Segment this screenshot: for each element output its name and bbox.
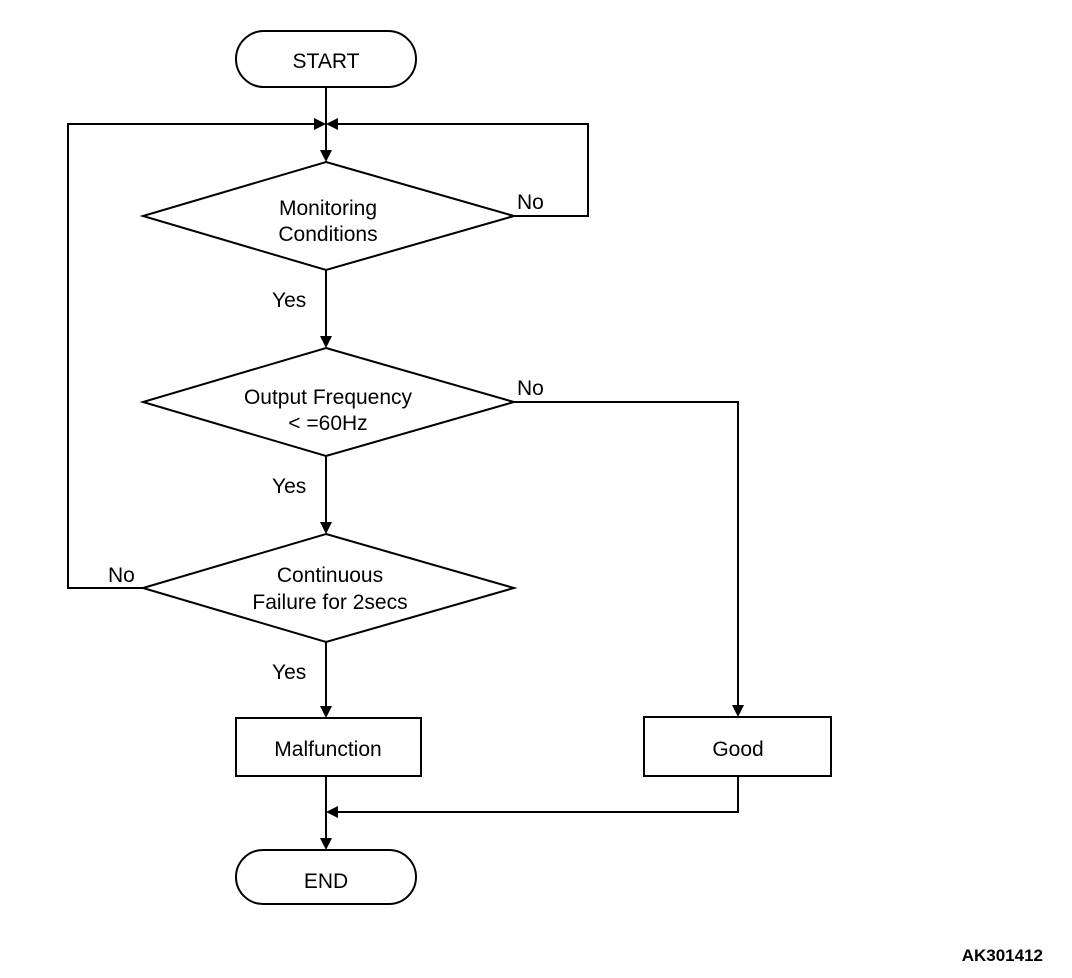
decision3-line2: Failure for 2secs bbox=[252, 591, 407, 614]
decision2-no-label: No bbox=[517, 377, 544, 400]
end-label: END bbox=[304, 870, 348, 893]
arrowhead-loop-right bbox=[326, 118, 338, 130]
decision1-no-label: No bbox=[517, 191, 544, 214]
connector-d2-good bbox=[514, 401, 739, 709]
arrowhead-decision1 bbox=[320, 150, 332, 162]
connector-good-merge bbox=[334, 776, 739, 813]
connector-loop-right bbox=[334, 123, 589, 217]
decision2-line1: Output Frequency bbox=[244, 386, 413, 409]
arrowhead-decision3 bbox=[320, 522, 332, 534]
malfunction-label: Malfunction bbox=[274, 738, 381, 761]
decision3-line1: Continuous bbox=[277, 564, 383, 587]
good-box bbox=[643, 716, 832, 777]
decision1-line2: Conditions bbox=[278, 223, 377, 246]
decision-continuous-failure bbox=[139, 532, 518, 644]
decision3-no-label: No bbox=[108, 564, 135, 587]
arrowhead-merge-bottom bbox=[326, 806, 338, 818]
decision2-line2: < =60Hz bbox=[288, 412, 367, 435]
connector-loop-left bbox=[67, 123, 318, 589]
end-terminal bbox=[235, 849, 417, 905]
arrowhead-decision2 bbox=[320, 336, 332, 348]
decision3-yes-label: Yes bbox=[272, 661, 306, 684]
decision1-yes-label: Yes bbox=[272, 289, 306, 312]
malfunction-box bbox=[235, 717, 422, 777]
good-label: Good bbox=[712, 738, 763, 761]
start-label: START bbox=[293, 50, 360, 73]
arrowhead-end bbox=[320, 838, 332, 850]
reference-code: AK301412 bbox=[962, 946, 1043, 965]
arrowhead-malfunction bbox=[320, 706, 332, 718]
decision2-yes-label: Yes bbox=[272, 475, 306, 498]
decision1-line1: Monitoring bbox=[279, 197, 377, 220]
arrowhead-loop-left bbox=[314, 118, 326, 130]
arrowhead-good bbox=[732, 705, 744, 717]
